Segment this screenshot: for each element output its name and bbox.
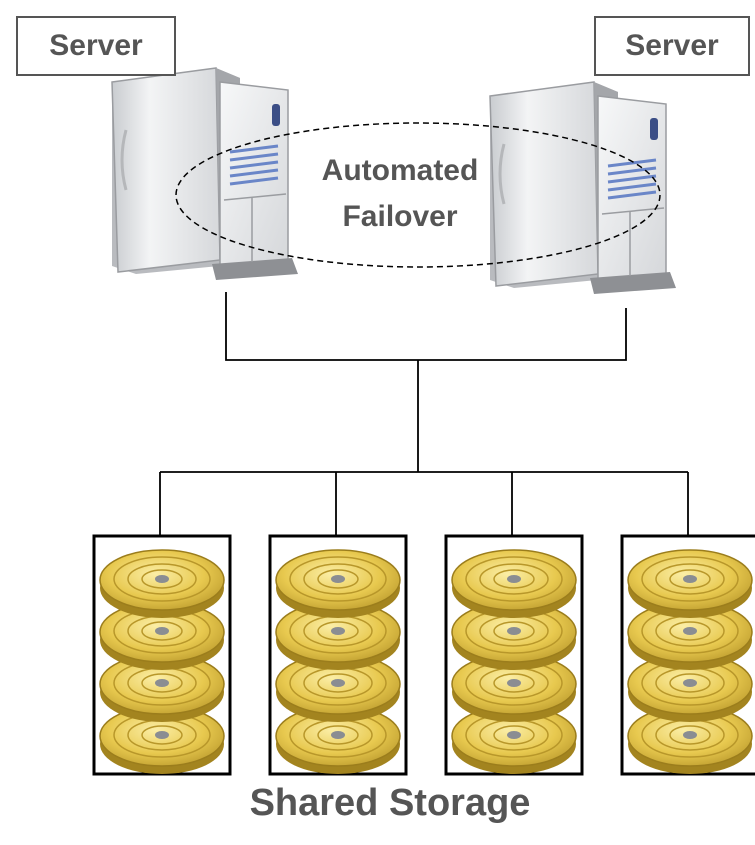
storage-unit	[92, 534, 232, 776]
failover-label-line1: Automated	[321, 154, 479, 187]
server-right-label: Server	[594, 16, 750, 76]
disk-platter-icon	[275, 549, 401, 619]
failover-ellipse	[175, 122, 661, 268]
server-left-label: Server	[16, 16, 176, 76]
storage-caption: Shared Storage	[249, 782, 531, 824]
storage-array	[92, 534, 755, 776]
connector-lines	[159, 292, 689, 536]
disk-platter-icon	[627, 549, 753, 619]
failover-label-line2: Failover	[342, 200, 458, 233]
storage-unit	[268, 534, 408, 776]
storage-unit	[444, 534, 584, 776]
storage-unit	[620, 534, 755, 776]
server-left	[110, 66, 300, 282]
disk-platter-icon	[451, 549, 577, 619]
disk-platter-icon	[99, 549, 225, 619]
